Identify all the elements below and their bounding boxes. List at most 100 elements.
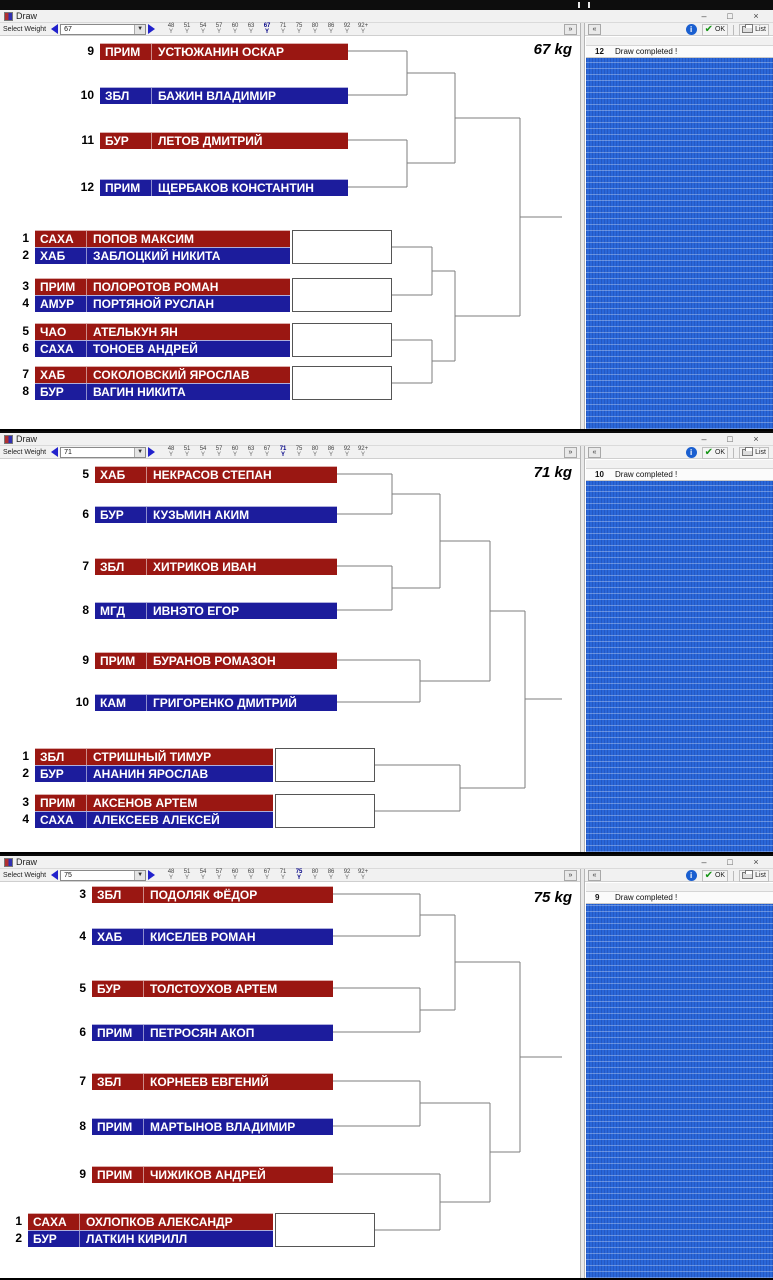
maximize-button[interactable]: □ [727,433,733,444]
ok-button[interactable]: ✔OK [701,869,729,882]
weight-select[interactable]: 75▼ [60,869,147,881]
next-weight-button[interactable] [148,24,156,34]
prev-weight-button[interactable] [51,24,59,34]
info-icon[interactable]: i [685,870,697,881]
list-button[interactable]: List [739,869,769,882]
scroll-right-button[interactable]: » [564,870,577,881]
list-button[interactable]: List [739,446,769,459]
minimize-button[interactable]: – [701,856,707,867]
back-button[interactable]: « [588,24,601,35]
minimize-button[interactable]: – [701,10,707,21]
close-button[interactable]: × [753,10,759,21]
close-button[interactable]: × [753,856,759,867]
maximize-button[interactable]: □ [727,10,733,21]
weight-item[interactable]: 92+Y [355,869,371,881]
prev-weight-button[interactable] [51,870,59,880]
prev-weight-button[interactable] [51,447,59,457]
chevron-down-icon[interactable]: ▼ [134,447,146,457]
scroll-right-button[interactable]: » [564,24,577,35]
close-button[interactable]: × [753,433,759,444]
ok-button[interactable]: ✔OK [701,446,729,459]
minimize-button[interactable]: – [701,433,707,444]
weight-select[interactable]: 67▼ [60,23,147,35]
chevron-down-icon[interactable]: ▼ [134,24,146,34]
weight-item[interactable]: 92+Y [355,23,371,35]
list-button[interactable]: List [739,23,769,36]
next-weight-button[interactable] [148,447,156,457]
next-weight-button[interactable] [148,870,156,880]
info-icon[interactable]: i [685,447,697,458]
ok-button[interactable]: ✔OK [701,23,729,36]
info-icon[interactable]: i [685,24,697,35]
chevron-down-icon[interactable]: ▼ [134,870,146,880]
maximize-button[interactable]: □ [727,856,733,867]
back-button[interactable]: « [588,870,601,881]
scroll-right-button[interactable]: » [564,447,577,458]
